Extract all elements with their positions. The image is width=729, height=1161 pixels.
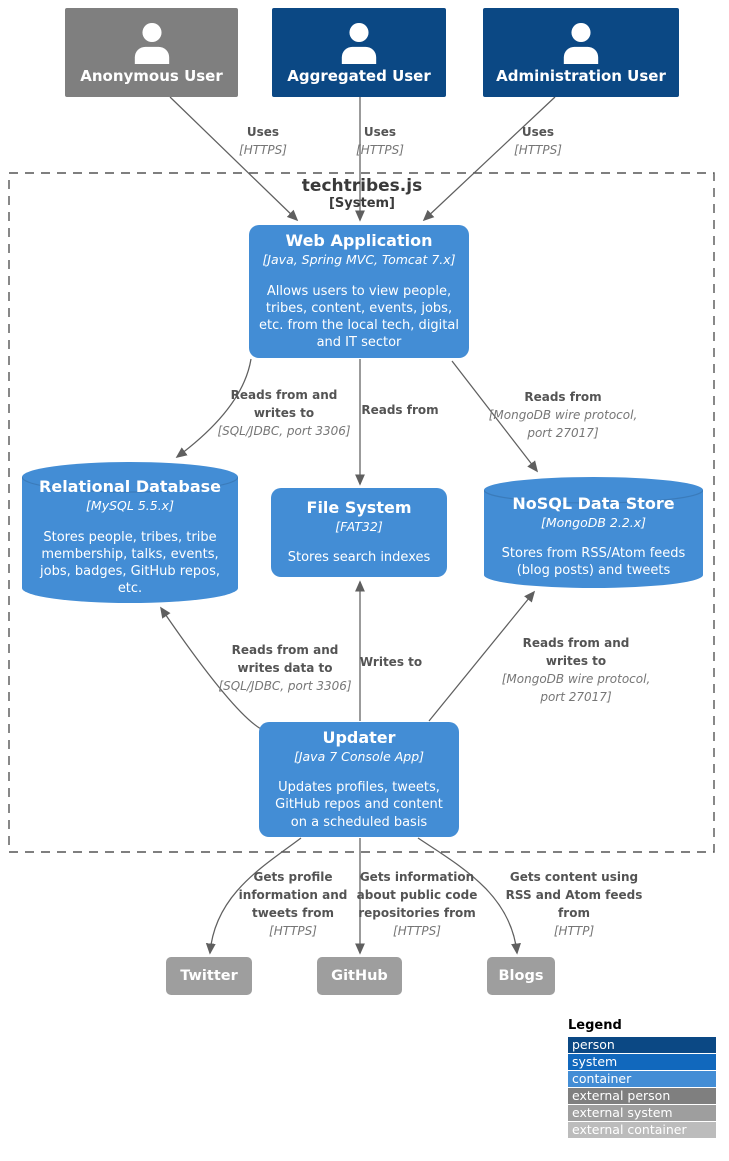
container-file-system: File System [FAT32] Stores search indexe… <box>271 488 447 577</box>
legend: Legend person system container external … <box>568 1018 716 1139</box>
edge-label-text: Reads from and writes data to <box>231 643 339 675</box>
container-technology: [Java 7 Console App] <box>293 748 425 764</box>
edge-label-technology: [SQL/JDBC, port 3306] <box>218 679 352 693</box>
edge-label-technology: [HTTPS] <box>514 143 562 157</box>
actor-label: Administration User <box>496 66 666 85</box>
external-system-github: GitHub <box>317 957 402 995</box>
actor-label: Anonymous User <box>80 66 223 85</box>
container-title: NoSQL Data Store <box>512 493 675 513</box>
container-title: File System <box>306 498 412 518</box>
container-title: Relational Database <box>39 477 221 497</box>
legend-item-container: container <box>568 1071 716 1087</box>
container-description: Stores people, tribes, tribe membership,… <box>40 529 220 597</box>
container-technology: [MongoDB 2.2.x] <box>540 514 647 530</box>
container-updater: Updater [Java 7 Console App] Updates pro… <box>259 722 459 837</box>
edge-label-technology: [HTTP] <box>553 924 595 938</box>
external-system-label: GitHub <box>331 968 388 984</box>
legend-title: Legend <box>568 1018 622 1033</box>
edge-label-technology: [SQL/JDBC, port 3306] <box>217 424 351 438</box>
edge-label-updater-nosql: Reads from and writes to [MongoDB wire p… <box>502 634 651 706</box>
container-relational-database: Relational Database [MySQL 5.5.x] Stores… <box>22 462 238 603</box>
system-boundary-label: techtribes.js [System] <box>302 176 422 213</box>
database-cylinder-shape <box>22 462 238 603</box>
edge-label-text: Uses <box>246 125 280 139</box>
person-icon <box>134 22 169 64</box>
edge-label-text: Uses <box>521 125 555 139</box>
edge-label-text: Gets content using RSS and Atom feeds fr… <box>505 870 643 920</box>
container-description: Stores search indexes <box>287 550 431 566</box>
container-title: Updater <box>322 727 396 747</box>
edge-label-text: Reads from and writes to <box>522 636 630 668</box>
edge-label-text: Reads from and writes to <box>230 388 338 420</box>
external-system-label: Blogs <box>498 968 544 984</box>
edge-label-text: Reads from <box>524 390 602 404</box>
edge-anonymous-webapp-line <box>169 96 299 222</box>
edge-label-webapp-filesystem: Reads from <box>361 401 438 419</box>
edge-label-updater-blogs: Gets content using RSS and Atom feeds fr… <box>506 868 643 940</box>
edge-updater-relationaldb-line <box>160 606 262 730</box>
container-nosql-data-store: NoSQL Data Store [MongoDB 2.2.x] Stores … <box>484 477 703 588</box>
edge-label-technology: [MongoDB wire protocol, port 27017] <box>501 672 651 704</box>
legend-item-external-person: external person <box>568 1088 716 1104</box>
external-system-label: Twitter <box>180 968 238 984</box>
container-technology: [Java, Spring MVC, Tomcat 7.x] <box>262 252 456 268</box>
database-cylinder-shape <box>484 477 703 588</box>
edge-label-technology: [HTTPS] <box>393 924 441 938</box>
legend-item-system: system <box>568 1054 716 1070</box>
edge-updater-nosql-line <box>428 590 536 722</box>
edge-label-administration-uses: Uses [HTTPS] <box>514 123 562 159</box>
edge-label-text: Gets profile information and tweets from <box>238 870 348 920</box>
edge-label-webapp-nosql: Reads from [MongoDB wire protocol, port … <box>489 388 638 442</box>
edge-label-technology: [MongoDB wire protocol, port 27017] <box>488 408 638 440</box>
actor-aggregated-user: Aggregated User <box>272 8 446 97</box>
system-title: techtribes.js <box>301 176 423 196</box>
external-system-twitter: Twitter <box>166 957 252 995</box>
actor-administration-user: Administration User <box>483 8 679 97</box>
legend-item-person: person <box>568 1037 716 1053</box>
edge-label-text: Gets information about public code repos… <box>356 870 478 920</box>
edge-label-updater-github: Gets information about public code repos… <box>357 868 478 940</box>
actor-anonymous-user: Anonymous User <box>65 8 238 97</box>
edge-label-text: Reads from <box>361 403 439 417</box>
edge-label-aggregated-uses: Uses [HTTPS] <box>356 123 404 159</box>
person-icon <box>341 22 377 64</box>
edge-administration-webapp-line <box>422 96 556 222</box>
container-description: Updates profiles, tweets, GitHub repos a… <box>275 780 443 830</box>
system-subtitle: [System] <box>328 196 396 212</box>
edge-label-updater-relationaldb: Reads from and writes data to [SQL/JDBC,… <box>218 641 351 695</box>
edge-webapp-nosql-line <box>451 360 539 473</box>
edge-lines <box>160 96 556 955</box>
edge-updater-twitter-line <box>205 837 302 955</box>
edge-label-anonymous-uses: Uses [HTTPS] <box>239 123 287 159</box>
system-boundary <box>8 172 715 853</box>
edge-label-text: Writes to <box>359 655 423 669</box>
legend-item-external-container: external container <box>568 1122 716 1138</box>
edge-label-technology: [HTTPS] <box>239 143 287 157</box>
external-system-blogs: Blogs <box>487 957 555 995</box>
edge-label-technology: [HTTPS] <box>269 924 317 938</box>
legend-item-external-system: external system <box>568 1105 716 1121</box>
person-icon <box>563 22 599 64</box>
edge-label-updater-filesystem: Writes to <box>360 653 422 671</box>
container-description: Stores from RSS/Atom feeds (blog posts) … <box>501 545 686 579</box>
container-technology: [MySQL 5.5.x] <box>86 498 174 514</box>
edge-webapp-relationaldb-line <box>175 358 252 459</box>
actor-label: Aggregated User <box>287 66 431 85</box>
container-title: Web Application <box>285 231 433 251</box>
edge-label-webapp-relationaldb: Reads from and writes to [SQL/JDBC, port… <box>217 386 350 440</box>
container-description: Allows users to view people, tribes, con… <box>259 283 459 351</box>
edge-label-text: Uses <box>363 125 397 139</box>
edge-updater-blogs-line <box>417 837 521 955</box>
edge-label-technology: [HTTPS] <box>356 143 404 157</box>
container-web-application: Web Application [Java, Spring MVC, Tomca… <box>249 225 469 358</box>
edge-label-updater-twitter: Gets profile information and tweets from… <box>239 868 348 940</box>
container-technology: [FAT32] <box>335 519 383 535</box>
